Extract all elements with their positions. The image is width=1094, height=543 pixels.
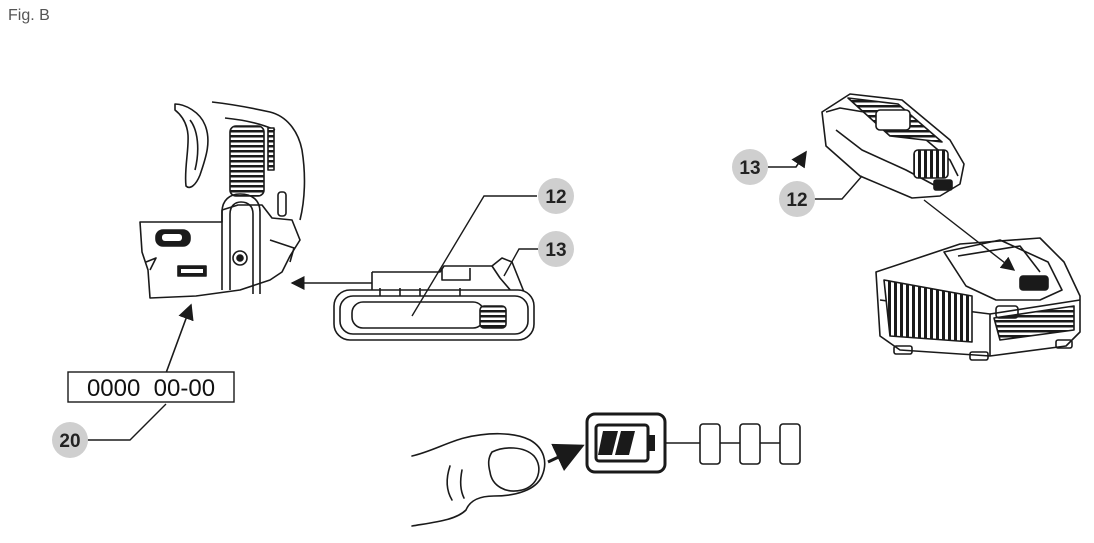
- callout-12-left: 12: [538, 178, 574, 214]
- date-code-callout-leader: [86, 403, 167, 441]
- battery-pack-icon: [333, 257, 535, 341]
- callout-12-left-label: 12: [545, 187, 566, 208]
- press-arrow-icon: [547, 443, 585, 472]
- release-arrow-icon: [768, 150, 807, 169]
- callout-12-leader: [411, 195, 537, 317]
- callout-12-right-leader: [814, 175, 863, 200]
- charge-arrow-icon: [923, 199, 1016, 271]
- finger-icon: [411, 432, 546, 527]
- drill-icon: [139, 101, 306, 299]
- charger-icon: [875, 237, 1081, 361]
- fuel-gauge-icon: [585, 412, 801, 474]
- callout-12-right: 12: [779, 181, 815, 217]
- date-code-text: 0000 00-00: [87, 375, 215, 402]
- callout-13-right-label: 13: [739, 158, 760, 179]
- callout-12-right-label: 12: [786, 190, 807, 211]
- date-code-leader: [165, 303, 194, 374]
- callout-13-left: 13: [538, 231, 574, 267]
- callout-13-left-label: 13: [545, 240, 566, 261]
- figure-title: Fig. B: [8, 7, 50, 24]
- date-code-box: [67, 371, 235, 403]
- battery-on-charger-icon: [821, 93, 965, 199]
- callout-13-right: 13: [732, 149, 768, 185]
- callout-13-leader: [503, 248, 538, 277]
- callout-20-label: 20: [59, 431, 80, 452]
- callout-20: 20: [52, 422, 88, 458]
